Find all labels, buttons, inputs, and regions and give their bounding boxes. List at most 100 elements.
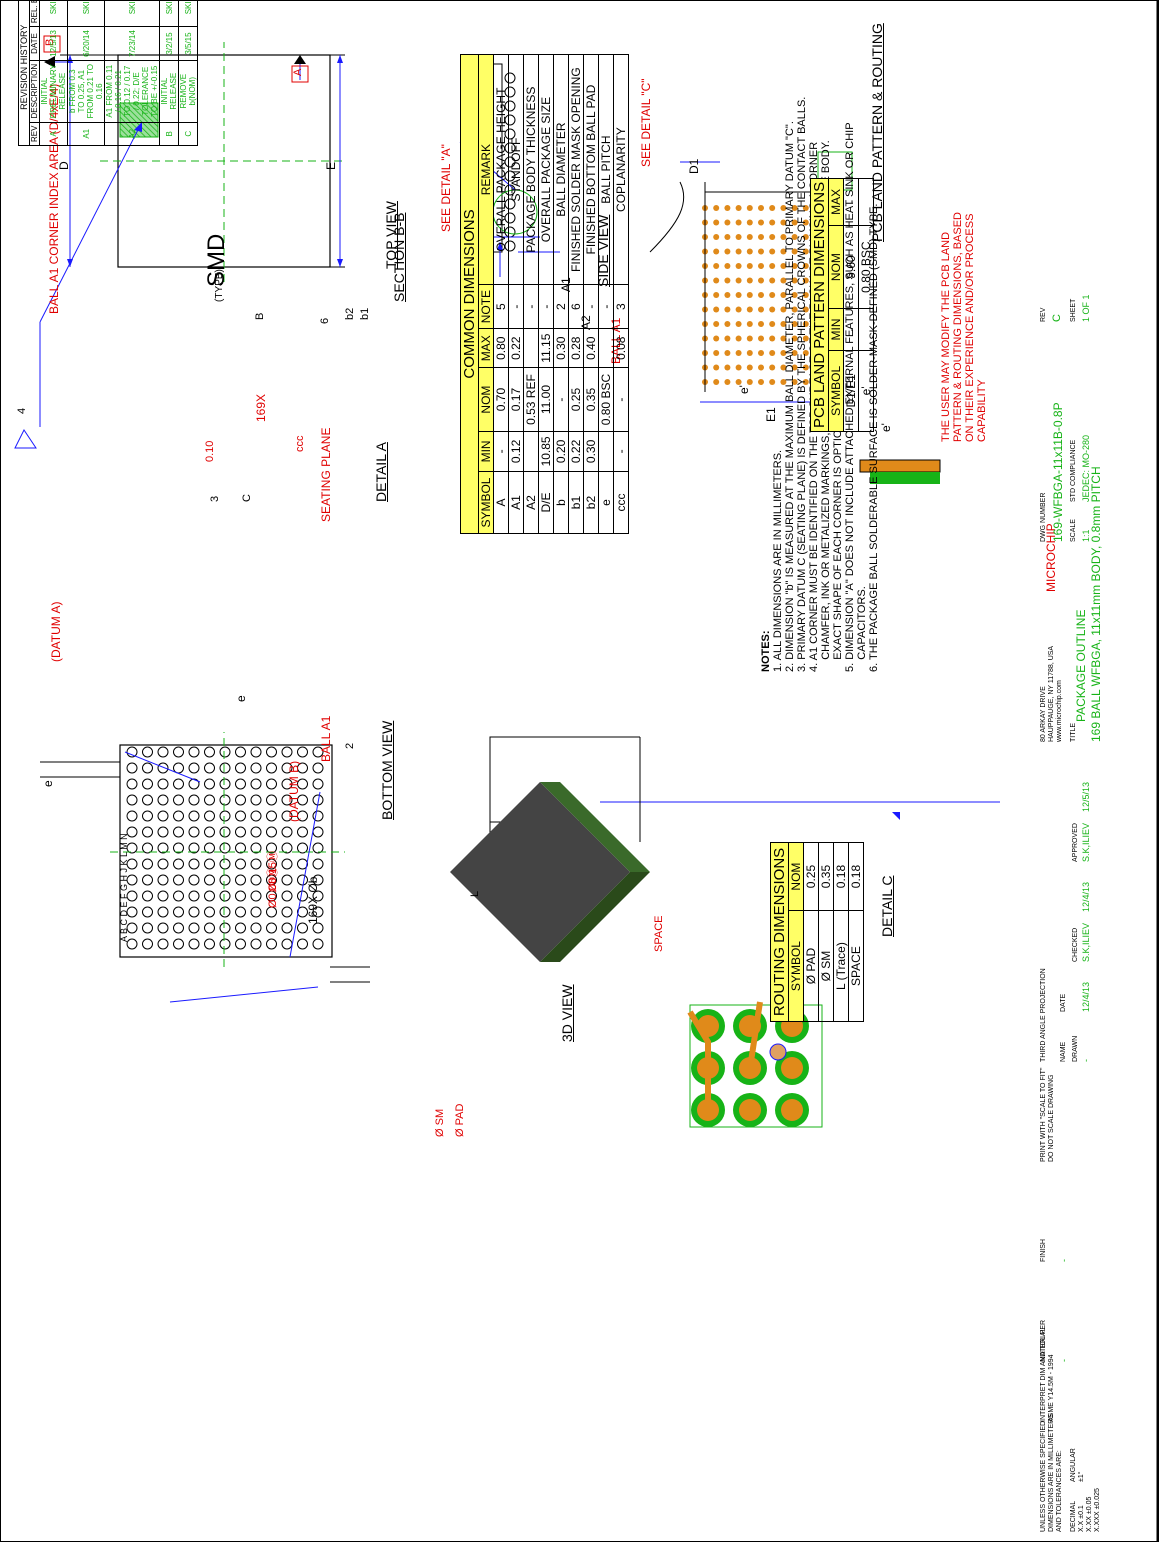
table-cell: SKI [159, 0, 179, 27]
pcb-pad [735, 248, 742, 255]
pcb-pad [713, 277, 720, 284]
pcb-pad [724, 234, 731, 240]
table-cell: A1 FROM 0.11 / 0.16 / 0.21 TO 0.12 / 0.1… [104, 60, 160, 123]
detail-c-pad [781, 1099, 803, 1121]
bottom-ball [188, 922, 200, 934]
bottom-ball [266, 762, 277, 774]
pcb-pad [713, 263, 720, 269]
table-cell: - [493, 431, 509, 472]
table-cell: A [493, 471, 509, 534]
bottom-ball [204, 746, 215, 758]
bottom-view [40, 732, 370, 1003]
table-cell: 0.22 [568, 431, 584, 472]
side-ball [504, 156, 516, 168]
bottom-ball [173, 842, 184, 854]
table-cell: SKI [39, 0, 68, 27]
bottom-ball [157, 874, 169, 886]
bottom-ball [281, 842, 293, 854]
pcb-pad [713, 350, 720, 356]
bottom-ball [204, 842, 215, 854]
detail-a [489, 736, 1000, 842]
bottom-ball [157, 810, 169, 822]
pcb-pad [724, 277, 731, 284]
pcb-pad [735, 263, 742, 269]
3d-view-title: 3D VIEW [559, 984, 575, 1042]
pcb-pad [735, 205, 742, 211]
pcb-pad [724, 379, 731, 385]
bottom-ball [235, 810, 246, 822]
table-cell: 0.70 [493, 367, 509, 432]
pcb-pad [769, 292, 776, 298]
bottom-ball [204, 826, 215, 838]
bottom-ball [126, 794, 138, 806]
bottom-ball [126, 874, 138, 886]
bottom-ball [157, 778, 169, 790]
pcb-pad [735, 306, 742, 313]
bottom-ball [219, 826, 231, 838]
bottom-ball [188, 938, 200, 950]
pcb-pad [735, 234, 742, 240]
bottom-ball [266, 826, 277, 838]
table-cell: 9.60 [843, 225, 859, 309]
pcb-pad [802, 205, 809, 211]
pcb-pad [780, 321, 787, 327]
pcb-pad [713, 292, 720, 298]
pcb-pad [769, 335, 776, 342]
bottom-ball [204, 810, 215, 822]
bottom-ball [204, 874, 215, 886]
table-header: REV [29, 122, 40, 146]
pcb-pad [791, 321, 798, 327]
bottom-view-title: BOTTOM VIEW [379, 720, 395, 820]
pcb-pad [791, 379, 798, 385]
bottom-ball [297, 778, 308, 790]
pcb-pad [769, 205, 776, 211]
bottom-ball [173, 938, 184, 950]
pcb-pad [724, 364, 731, 371]
bottom-ball [266, 778, 277, 790]
bottom-ball [281, 762, 293, 774]
bottom-ball [250, 938, 262, 950]
table-title: COMMON DIMENSIONS [460, 54, 479, 534]
pcb-note-line: ON THEIR EXPERIENCE AND/OR PROCESS [964, 213, 976, 442]
table-cell: - [843, 308, 859, 351]
table-cell: 0.20 [553, 431, 569, 472]
table-cell: b1 [568, 471, 584, 534]
pcb-pad [746, 263, 753, 269]
b1-label: b1 [359, 307, 371, 320]
table-cell: e [598, 471, 614, 534]
bottom-ball [204, 778, 215, 790]
pcb-pad [802, 350, 809, 356]
bottom-ball [157, 794, 169, 806]
pcb-pad [780, 219, 787, 226]
bottom-ball [142, 810, 153, 822]
bottom-ball [204, 858, 215, 870]
e-label: E [324, 161, 338, 170]
pcb-pad [746, 234, 753, 240]
bottom-ball [266, 794, 277, 806]
table-cell: OVERALL PACKAGE SIZE [538, 54, 554, 285]
bottom-ball [235, 906, 246, 918]
pcb-pad [780, 350, 787, 356]
bottom-ball [297, 746, 308, 758]
a1-corner-index-area [119, 102, 159, 138]
bottom-ball [312, 874, 324, 886]
bottom-ball [173, 826, 184, 838]
bottom-ball [281, 874, 293, 886]
bottom-ball [142, 826, 153, 838]
bottom-ball [126, 826, 138, 838]
pcb-pad [746, 321, 753, 327]
pad-label: Ø PAD [454, 1103, 466, 1137]
table-header: DATE [29, 26, 40, 61]
pcb-pad [769, 248, 776, 255]
pcb-pad [802, 234, 809, 240]
table-cell: - [843, 178, 859, 226]
bottom-ball [204, 922, 215, 934]
bottom-ball [157, 842, 169, 854]
